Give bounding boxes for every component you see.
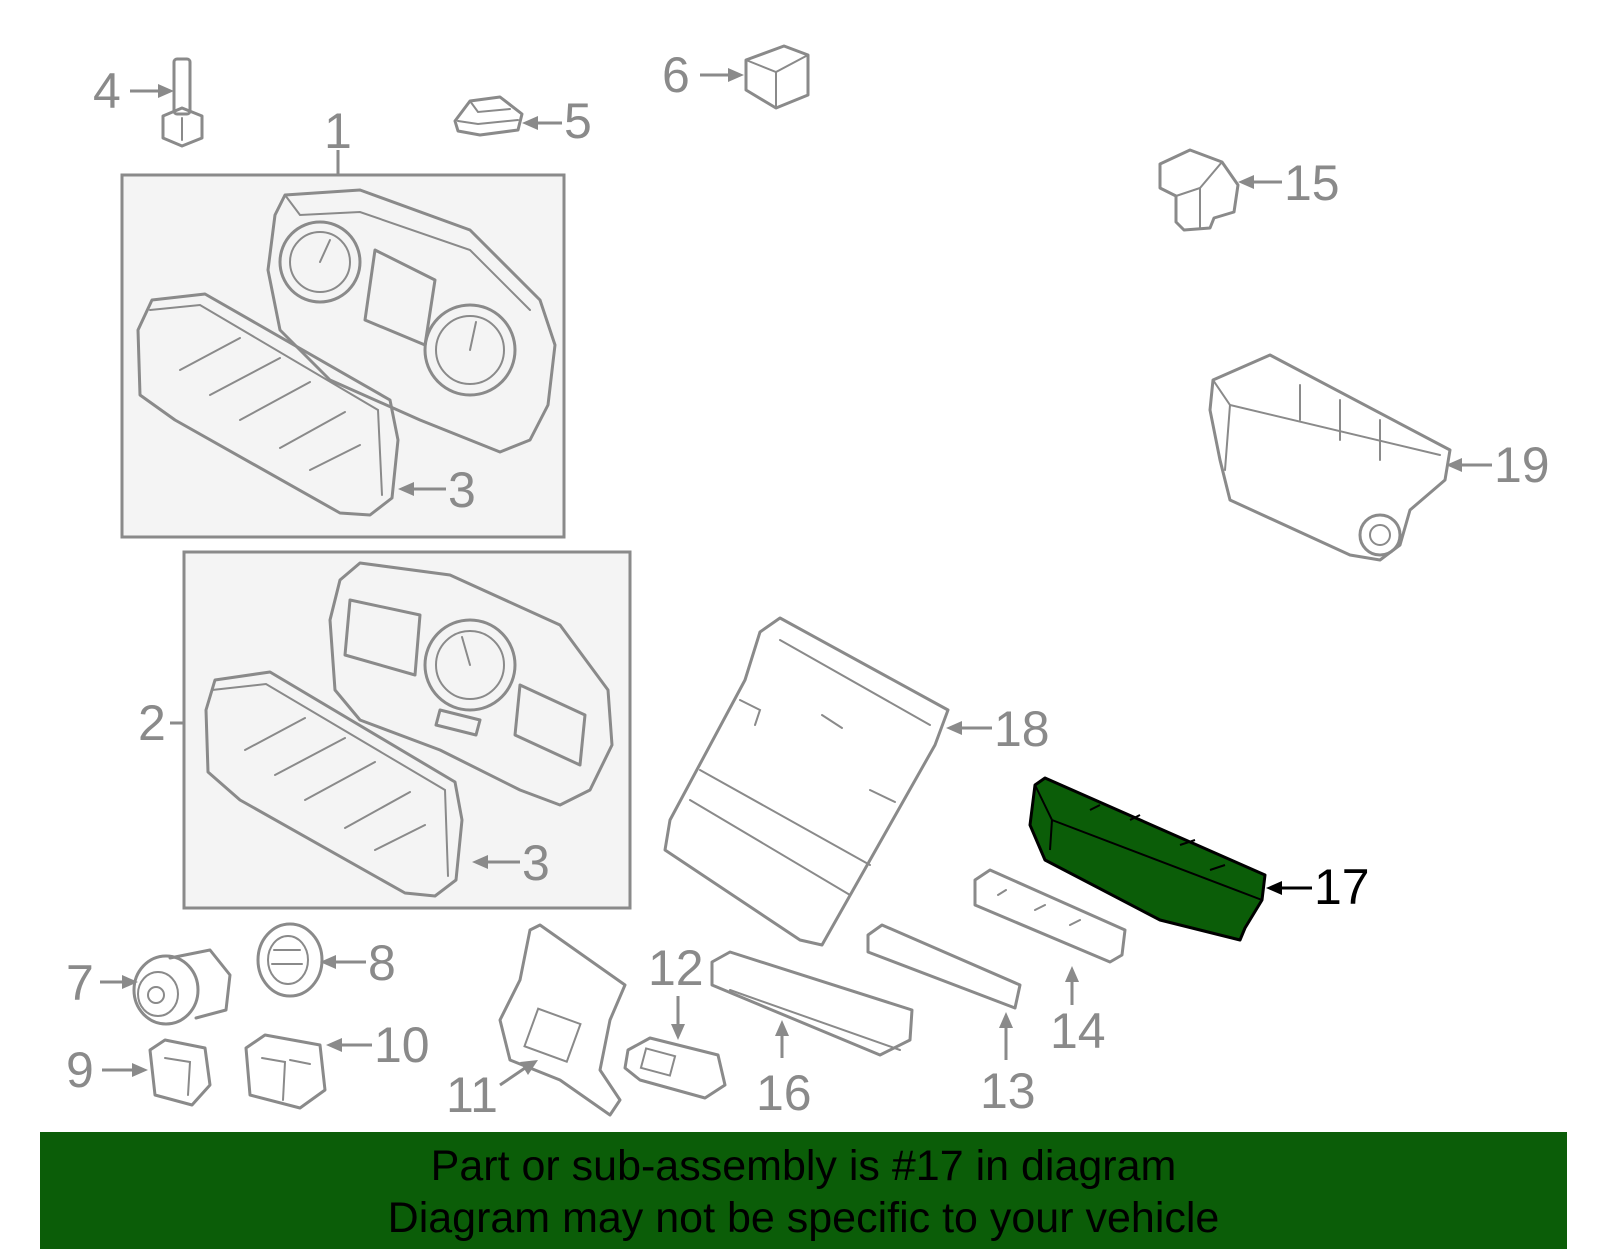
banner-line-1: Part or sub-assembly is #17 in diagram <box>430 1142 1177 1190</box>
arrow-11 <box>520 1060 538 1075</box>
callout-4[interactable]: 4 <box>93 63 121 119</box>
callout-3a[interactable]: 3 <box>448 462 476 518</box>
callout-15[interactable]: 15 <box>1284 155 1340 211</box>
callout-1[interactable]: 1 <box>324 103 352 159</box>
part-7-knob[interactable] <box>132 948 232 1026</box>
callout-8[interactable]: 8 <box>368 935 396 991</box>
callout-19[interactable]: 19 <box>1494 437 1550 493</box>
callout-13[interactable]: 13 <box>980 1063 1036 1119</box>
banner-line-2: Diagram may not be specific to your vehi… <box>387 1194 1220 1242</box>
arrow-17 <box>1266 881 1282 895</box>
assembly-box-2 <box>170 550 632 910</box>
callout-2[interactable]: 2 <box>138 695 166 751</box>
arrow-15 <box>1238 175 1254 189</box>
part-5-clip[interactable] <box>453 95 524 137</box>
callout-5[interactable]: 5 <box>564 93 592 149</box>
callout-3b[interactable]: 3 <box>522 835 550 891</box>
callout-10[interactable]: 10 <box>374 1017 430 1073</box>
callout-17[interactable]: 17 <box>1314 859 1370 915</box>
arrow-8 <box>320 955 336 969</box>
arrow-16 <box>775 1020 789 1036</box>
arrow-5 <box>522 116 538 130</box>
arrow-12 <box>671 1024 685 1040</box>
arrow-7 <box>122 975 138 989</box>
part-14-switch-panel[interactable] <box>973 868 1127 964</box>
arrow-4 <box>158 84 174 98</box>
part-18-bezel[interactable] <box>663 616 950 947</box>
arrow-6 <box>728 68 744 82</box>
part-11-panel[interactable] <box>498 923 627 1117</box>
part-19-airbag[interactable] <box>1208 353 1452 562</box>
callout-9[interactable]: 9 <box>66 1042 94 1098</box>
part-16-switch-bar[interactable] <box>710 950 914 1057</box>
part-15-bracket[interactable] <box>1158 148 1240 232</box>
arrow-14 <box>1065 966 1079 982</box>
arrow-18 <box>946 721 962 735</box>
part-2-cluster[interactable] <box>204 561 614 898</box>
arrow-9 <box>132 1063 148 1077</box>
callout-7[interactable]: 7 <box>66 955 94 1011</box>
part-6-block[interactable] <box>744 44 810 110</box>
arrow-3b <box>472 855 488 869</box>
arrow-10 <box>326 1038 342 1052</box>
callout-12[interactable]: 12 <box>648 940 704 996</box>
part-4-bolt[interactable] <box>161 57 204 148</box>
part-1-cluster[interactable] <box>136 188 557 517</box>
part-17-highlighted[interactable] <box>1028 776 1267 942</box>
part-12-switch[interactable] <box>623 1036 727 1100</box>
leader-11 <box>499 1066 526 1087</box>
callout-14[interactable]: 14 <box>1050 1003 1106 1059</box>
assembly-box-1 <box>120 150 566 539</box>
info-banner: Part or sub-assembly is #17 in diagram D… <box>40 1132 1567 1249</box>
callout-16[interactable]: 16 <box>756 1065 812 1121</box>
part-10-switch[interactable] <box>244 1033 327 1110</box>
arrow-3a <box>398 482 414 496</box>
part-13-switch-strip[interactable] <box>866 923 1022 1010</box>
arrow-19 <box>1446 458 1462 472</box>
callout-11[interactable]: 11 <box>446 1067 498 1123</box>
part-8-ring[interactable] <box>256 922 324 998</box>
arrow-13 <box>999 1012 1013 1028</box>
callout-6[interactable]: 6 <box>662 47 690 103</box>
part-9-switch[interactable] <box>148 1038 212 1107</box>
callout-18[interactable]: 18 <box>994 701 1050 757</box>
